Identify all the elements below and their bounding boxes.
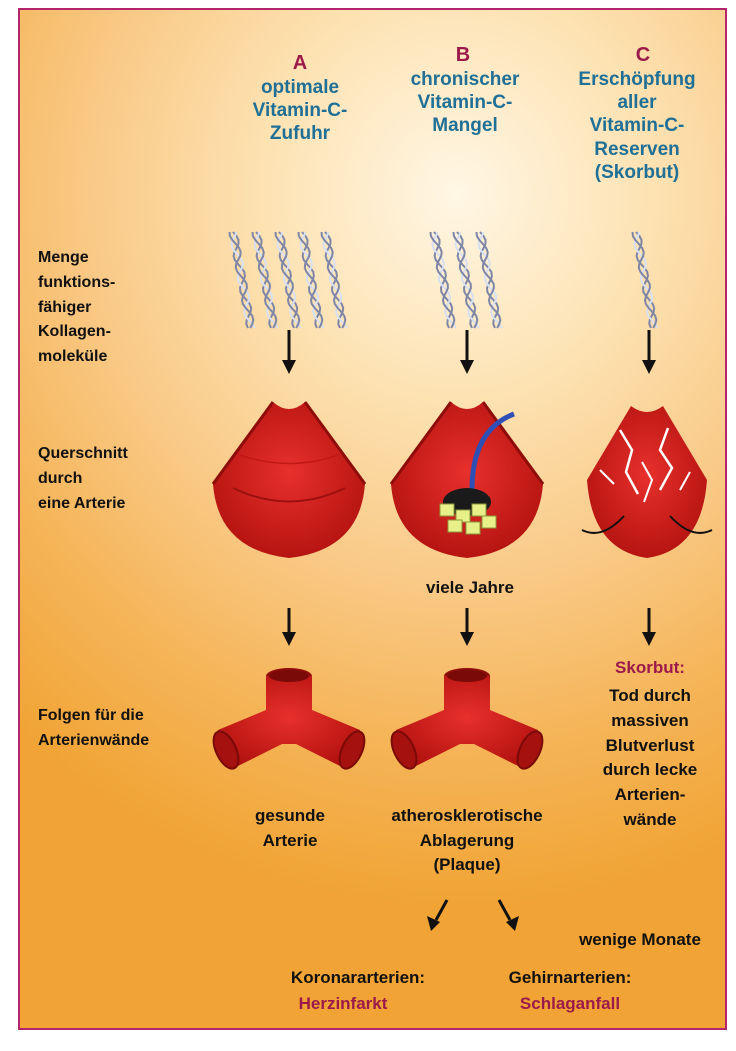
cerebral-label: Gehirnarterien:	[480, 968, 660, 988]
collagen-molecule	[253, 232, 278, 328]
time-label-b: viele Jahre	[390, 578, 550, 598]
diagram-frame: A optimale Vitamin-C- Zufuhr B chronisch…	[18, 8, 727, 1030]
collagen-molecule	[431, 232, 456, 328]
cerebral-result: Schlaganfall	[485, 994, 655, 1014]
arrow-b-1	[460, 330, 474, 374]
outcome-b: atherosklerotische Ablagerung (Plaque)	[362, 804, 572, 878]
collagen-molecule	[276, 232, 301, 328]
arrow-b-2	[460, 608, 474, 646]
artery-cross-section-a	[213, 402, 365, 558]
collagen-strands	[230, 232, 658, 328]
outcome-a: gesunde Arterie	[210, 804, 370, 853]
artery-bifurcation-b	[386, 668, 547, 772]
collagen-molecule	[322, 232, 347, 328]
coronary-label: Koronararterien:	[258, 968, 458, 988]
arrow-c-2	[642, 608, 656, 646]
collagen-molecule	[633, 232, 658, 328]
collagen-molecule	[477, 232, 502, 328]
artery-cross-section-b	[391, 402, 543, 558]
arrow-a-2	[282, 608, 296, 646]
artery-cross-section-c	[582, 406, 712, 558]
arrow-c-1	[642, 330, 656, 374]
collagen-molecule	[454, 232, 479, 328]
collagen-molecule	[299, 232, 324, 328]
outcome-c-title: Skorbut:	[570, 658, 727, 678]
artery-bifurcation-a	[208, 668, 369, 772]
arrow-a-1	[282, 330, 296, 374]
collagen-molecule	[230, 232, 255, 328]
time-label-c: wenige Monate	[550, 930, 727, 950]
coronary-result: Herzinfarkt	[258, 994, 428, 1014]
outcome-c-text: Tod durch massiven Blutverlust durch lec…	[570, 684, 727, 833]
arrow-to-cerebral	[499, 900, 519, 931]
arrow-to-coronary	[427, 900, 447, 931]
